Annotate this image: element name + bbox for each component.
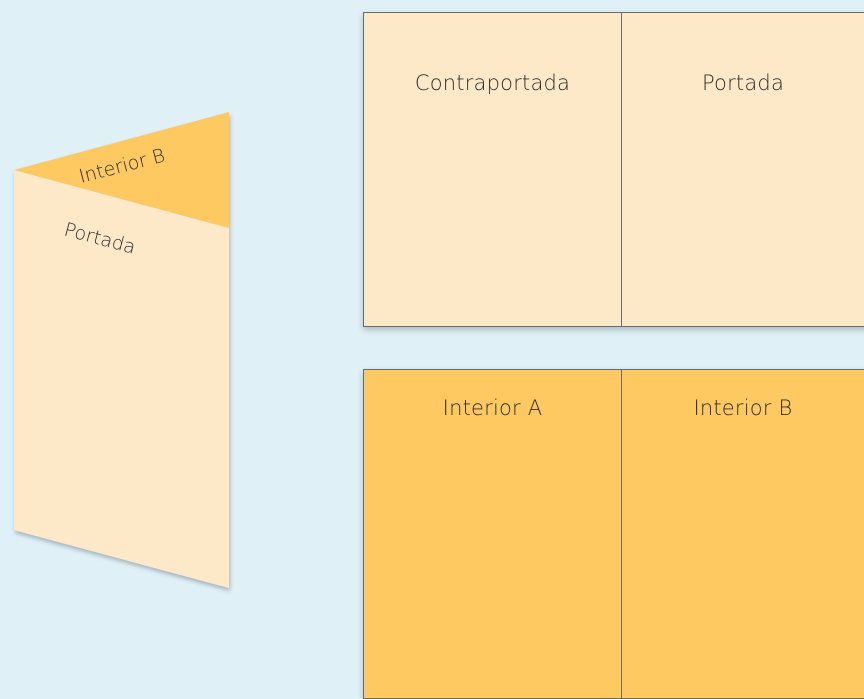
panel-label-interior-b: Interior B bbox=[693, 396, 793, 420]
panel-portada: Portada bbox=[622, 13, 864, 326]
folded-brochure: Interior B Portada bbox=[14, 112, 229, 588]
panel-label-contraportada: Contraportada bbox=[414, 71, 571, 95]
panel-interior-a: Interior A bbox=[364, 370, 622, 698]
panel-contraportada: Contraportada bbox=[364, 13, 622, 326]
sheet-outer-side: Contraportada Portada bbox=[363, 12, 864, 327]
panel-interior-b: Interior B bbox=[622, 370, 864, 698]
sheet-inner-side: Interior A Interior B bbox=[363, 369, 864, 699]
panel-label-portada: Portada bbox=[701, 71, 785, 95]
folded-flap-face bbox=[14, 112, 229, 228]
panel-label-interior-a: Interior A bbox=[442, 396, 543, 420]
folded-front-face bbox=[14, 170, 229, 588]
